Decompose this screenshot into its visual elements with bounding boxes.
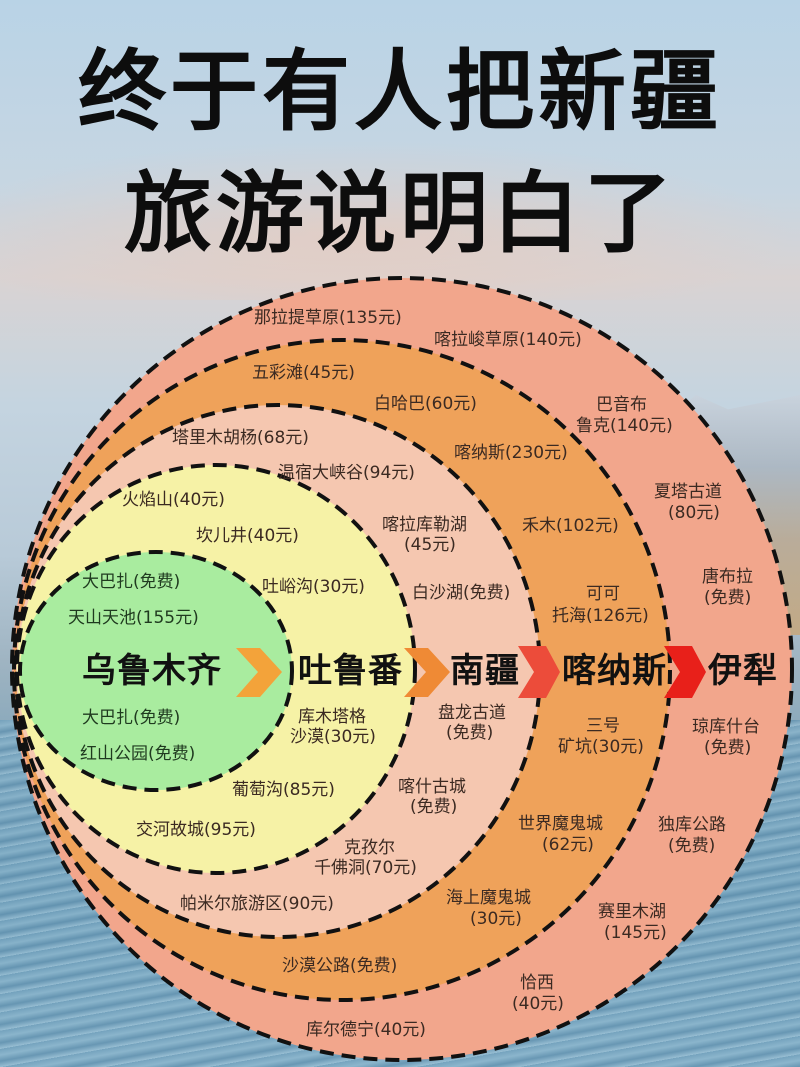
spot-label: 白哈巴(60元) (374, 394, 477, 414)
spot-label: 交河故城(95元) (136, 820, 256, 840)
spot-label: 恰西 (520, 973, 554, 993)
spot-label: 大巴扎(免费) (82, 572, 181, 592)
spot-label: 矿坑(30元) (558, 737, 644, 757)
city-ili: 伊犁 (708, 651, 778, 691)
title-line-2: 旅游说明白了 (123, 162, 676, 265)
spot-label: 独库公路 (658, 815, 726, 835)
spot-label: (145元) (604, 923, 667, 943)
spot-label: 大巴扎(免费) (82, 708, 181, 728)
spot-label: 葡萄沟(85元) (232, 780, 335, 800)
spot-label: 喀拉峻草原(140元) (434, 330, 582, 350)
spot-label: (免费) (704, 738, 752, 758)
spot-label: 克孜尔 (344, 838, 395, 858)
spot-label: 唐布拉 (702, 567, 753, 587)
spot-label: 琼库什台 (692, 717, 760, 737)
spot-label: (免费) (410, 797, 458, 817)
spot-label: 赛里木湖 (598, 902, 666, 922)
city-kanas: 喀纳斯 (562, 651, 667, 691)
spot-label: 那拉提草原(135元) (254, 308, 402, 328)
spot-label: 三号 (586, 716, 620, 736)
spot-label: 世界魔鬼城 (518, 814, 603, 834)
city-urumqi: 乌鲁木齐 (82, 651, 222, 691)
spot-label: 坎儿井(40元) (196, 526, 299, 546)
spot-label: 塔里木胡杨(68元) (172, 428, 309, 448)
spot-label: 五彩滩(45元) (252, 363, 355, 383)
spot-label: (免费) (668, 836, 716, 856)
spot-label: 千佛洞(70元) (314, 858, 417, 878)
spot-label: (80元) (668, 503, 720, 523)
chevron-arrow-icon-1 (236, 648, 282, 697)
title-line-1: 终于有人把新疆 (77, 40, 722, 143)
spot-label: (45元) (404, 535, 456, 555)
spot-label: 温宿大峡谷(94元) (278, 463, 415, 483)
spot-label: 禾木(102元) (522, 516, 619, 536)
sky-background (0, 140, 800, 300)
spot-label: 托海(126元) (552, 606, 649, 626)
spot-label: 红山公园(免费) (80, 744, 196, 764)
spot-label: 吐峪沟(30元) (262, 577, 365, 597)
spot-label: 库尔德宁(40元) (306, 1020, 426, 1040)
ring-urumqi (18, 550, 294, 792)
spot-label: 沙漠(30元) (290, 727, 376, 747)
spot-label: (30元) (470, 909, 522, 929)
spot-label: (62元) (542, 835, 594, 855)
spot-label: 夏塔古道 (654, 482, 722, 502)
spot-label: 天山天池(155元) (68, 608, 199, 628)
spot-label: 喀纳斯(230元) (454, 443, 568, 463)
chevron-arrow-icon-4 (664, 646, 706, 698)
spot-label: 鲁克(140元) (576, 416, 673, 436)
city-south-xinjiang: 南疆 (450, 651, 520, 691)
spot-label: (40元) (512, 994, 564, 1014)
spot-label: 喀什古城 (398, 777, 466, 797)
spot-label: 喀拉库勒湖 (382, 515, 467, 535)
chevron-arrow-icon-2 (404, 648, 450, 697)
spot-label: 白沙湖(免费) (412, 583, 511, 603)
spot-label: 火焰山(40元) (122, 490, 225, 510)
city-turpan: 吐鲁番 (298, 651, 403, 691)
chevron-arrow-icon-3 (518, 646, 560, 698)
spot-label: 可可 (586, 584, 620, 604)
spot-label: 帕米尔旅游区(90元) (180, 894, 334, 914)
spot-label: 沙漠公路(免费) (282, 956, 398, 976)
spot-label: (免费) (704, 588, 752, 608)
spot-label: 库木塔格 (298, 707, 366, 727)
spot-label: 巴音布 (596, 395, 647, 415)
spot-label: 海上魔鬼城 (446, 888, 531, 908)
spot-label: 盘龙古道 (438, 703, 506, 723)
spot-label: (免费) (446, 723, 494, 743)
